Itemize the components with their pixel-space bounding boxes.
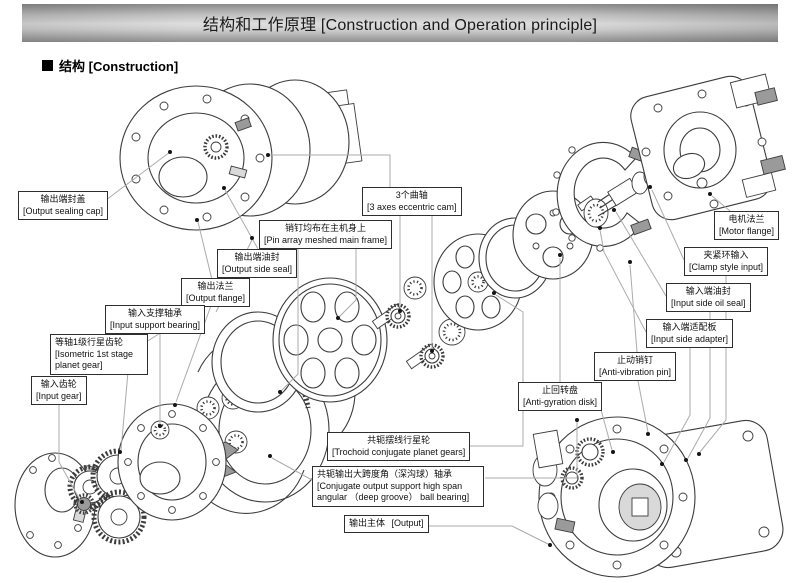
label-en: [Pin array meshed main frame]: [264, 234, 388, 245]
label-motor-flange: 电机法兰 [Motor flange]: [714, 211, 780, 241]
label-zh: 等轴1级行星齿轮: [55, 337, 124, 347]
label-en: [Input support bearing]: [110, 319, 201, 330]
assembled-unit-output-view: [119, 79, 363, 231]
input-shaft: [583, 166, 657, 228]
label-conjugate-bearing: 共轭输出大跨度角（深沟球）轴承 [Conjugate output suppor…: [312, 466, 484, 508]
anti-gyration-disk-part: [552, 141, 652, 252]
label-output-body: 输出主体 [Output]: [344, 515, 429, 533]
label-zh: 夹紧环输入: [703, 250, 749, 260]
label-en: [Anti-gyration disk]: [523, 396, 598, 407]
label-anti-gyration-disk: 止回转盘 [Anti-gyration disk]: [518, 382, 603, 412]
label-zh: 输入端适配板: [662, 322, 717, 332]
label-en: [3 axes eccentric cam]: [367, 201, 457, 212]
label-zh: 电机法兰: [728, 214, 765, 224]
label-en: [Trochoid conjugate planet gears]: [332, 446, 466, 457]
planet-gears-and-input-gear: [67, 448, 147, 545]
label-en: [Input side adapter]: [651, 333, 729, 344]
label-en: [Conjugate output support high span angu…: [317, 480, 470, 503]
label-en: [Output side seal]: [222, 263, 293, 274]
assembled-unit-input-view: [532, 416, 784, 578]
label-output-sealing-cap: 输出端封盖 [Output sealing cap]: [18, 191, 109, 221]
label-anti-vibration-pin: 止动销钉 [Anti-vibration pin]: [594, 352, 677, 382]
label-output-side-seal: 输出端油封 [Output side seal]: [217, 249, 298, 279]
label-en: [Motor flange]: [719, 225, 775, 236]
trochoid-disc-large: [272, 277, 388, 403]
label-en: [Input gear]: [36, 390, 82, 401]
label-zh: 输入齿轮: [40, 379, 77, 389]
label-clamp-style-input: 夹紧环输入 [Clamp style input]: [684, 247, 769, 277]
section-title: 结构 [Construction]: [59, 59, 179, 74]
section-marker-square: [42, 60, 53, 71]
label-isometric-planet-gear: 等轴1级行星齿轮 [Isometric 1st stage planet gea…: [50, 334, 148, 376]
label-en: [Anti-vibration pin]: [599, 366, 672, 377]
label-input-support-bearing: 输入支撑轴承 [Input support bearing]: [105, 305, 206, 335]
section-header: 结构 [Construction]: [42, 56, 178, 75]
label-zh: 输入支撑轴承: [128, 308, 183, 318]
motor-flange-plate: [630, 73, 786, 221]
label-input-side-oil-seal: 输入端油封 [Input side oil seal]: [666, 283, 751, 313]
label-zh: 输出端油封: [234, 252, 280, 262]
label-en: [Input side oil seal]: [671, 297, 746, 308]
label-trochoid-planet-gears: 共轭摆线行星轮 [Trochoid conjugate planet gears…: [327, 432, 471, 462]
label-output-flange: 输出法兰 [Output flange]: [181, 278, 251, 308]
label-input-side-adapter: 输入端适配板 [Input side adapter]: [646, 319, 734, 349]
label-en: [Clamp style input]: [689, 261, 764, 272]
label-zh: 3个曲轴: [395, 190, 428, 200]
label-en: [Output]: [391, 518, 424, 528]
output-flange-disc: [117, 403, 227, 521]
label-zh: 输出法兰: [197, 281, 234, 291]
leader-lines: [58, 150, 731, 547]
page-title: 结构和工作原理 [Construction and Operation prin…: [202, 17, 598, 34]
label-zh: 销钉均布在主机身上: [285, 223, 367, 233]
label-eccentric-cam: 3个曲轴 [3 axes eccentric cam]: [362, 187, 462, 217]
label-zh: 输出主体: [349, 518, 386, 528]
label-en: [Isometric 1st stage planet gear]: [55, 348, 134, 371]
label-zh: 止回转盘: [542, 385, 579, 395]
label-pin-array-frame: 销钉均布在主机身上 [Pin array meshed main frame]: [259, 220, 393, 250]
label-zh: 输入端油封: [685, 286, 731, 296]
label-en: [Output sealing cap]: [23, 205, 104, 216]
label-zh: 止动销钉: [617, 355, 654, 365]
label-en: [Output flange]: [186, 292, 246, 303]
label-zh: 共轭输出大跨度角（深沟球）轴承: [317, 469, 453, 479]
label-zh: 输出端封盖: [40, 194, 86, 204]
title-bar: 结构和工作原理 [Construction and Operation prin…: [22, 4, 778, 42]
label-input-gear: 输入齿轮 [Input gear]: [31, 376, 87, 406]
label-zh: 共轭摆线行星轮: [367, 435, 431, 445]
